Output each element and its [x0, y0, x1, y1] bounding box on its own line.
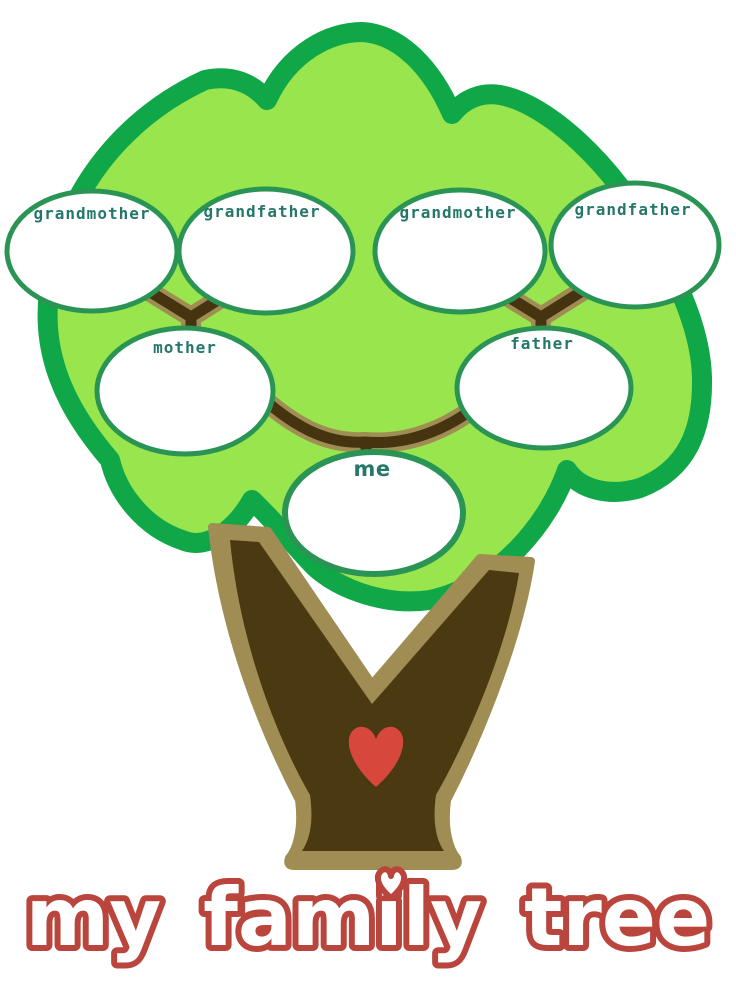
node-label: me: [353, 457, 390, 481]
page-title: my family tree: [26, 871, 711, 964]
node-me: me: [282, 449, 466, 577]
node-ellipse: [94, 325, 276, 457]
title-group: my family tree: [20, 865, 717, 970]
node-ellipse: [548, 180, 722, 310]
tree-trunk: [208, 523, 535, 870]
node-ellipse: [372, 187, 548, 315]
heart-icon: [348, 726, 404, 787]
node-label: mother: [153, 338, 217, 357]
node-mother: mother: [94, 325, 276, 457]
node-grandfather-maternal: grandfather: [176, 186, 356, 316]
node-grandmother-paternal: grandmother: [372, 187, 548, 315]
node-label: father: [510, 334, 574, 353]
node-ellipse: [454, 325, 634, 451]
node-grandfather-paternal: grandfather: [548, 180, 722, 310]
heart-icon: [374, 866, 408, 901]
trunk-core: [230, 540, 519, 851]
node-ellipse: [176, 186, 356, 316]
node-label: grandfather: [575, 200, 692, 219]
node-grandmother-maternal: grandmother: [4, 188, 180, 314]
node-label: grandmother: [34, 204, 151, 223]
node-label: grandmother: [400, 203, 517, 222]
node-label: grandfather: [204, 202, 321, 221]
node-father: father: [454, 325, 634, 451]
node-ellipse: [282, 449, 466, 577]
